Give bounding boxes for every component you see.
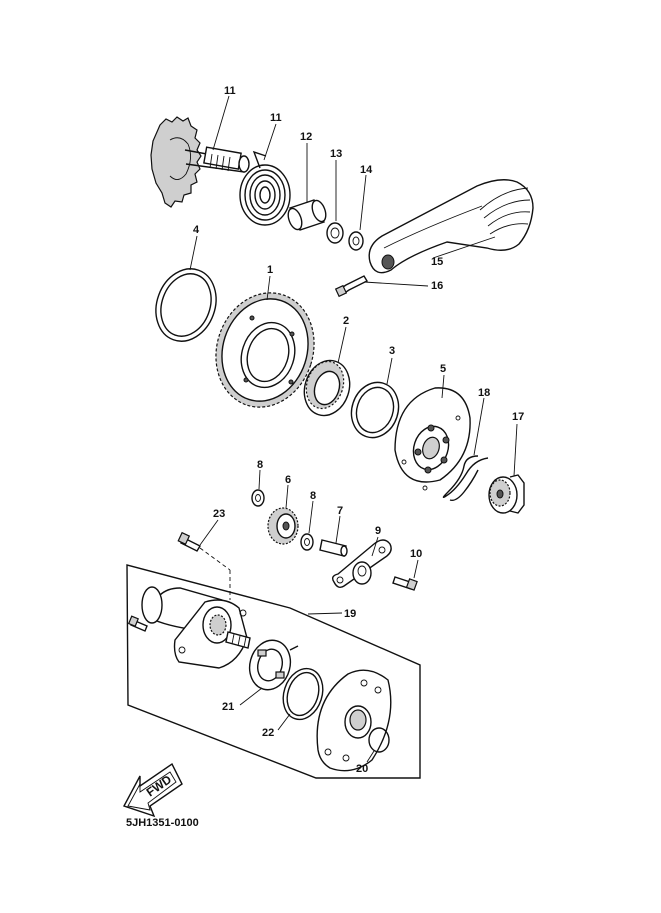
fwd-arrow-icon: FWD bbox=[122, 762, 183, 818]
callout-8-lower: 8 bbox=[310, 490, 316, 502]
leader-7 bbox=[335, 515, 341, 544]
callout-23: 22 bbox=[262, 727, 274, 739]
leader-17 bbox=[363, 281, 429, 287]
part-24-bolt bbox=[177, 531, 201, 552]
part-7-shaft bbox=[319, 539, 348, 557]
callout-18: 17 bbox=[512, 411, 524, 423]
leader-21 bbox=[366, 750, 375, 763]
callout-20: 19 bbox=[344, 608, 356, 620]
part-18-pinion bbox=[488, 474, 525, 514]
callout-14: 13 bbox=[330, 148, 342, 160]
part-23-o-ring bbox=[282, 667, 324, 721]
callout-5: 5 bbox=[440, 363, 446, 375]
part-13-collar bbox=[287, 199, 327, 231]
leader-12 bbox=[263, 123, 277, 161]
leader-24 bbox=[199, 519, 219, 546]
end-cover bbox=[316, 669, 392, 772]
part-2-clutch bbox=[303, 359, 351, 417]
part-6-idle-gear bbox=[267, 507, 299, 545]
callout-16: 15 bbox=[431, 256, 443, 268]
part-5-plate bbox=[394, 387, 471, 491]
part-11-kick-axle bbox=[150, 116, 250, 208]
leader-22 bbox=[239, 687, 263, 706]
part-17-bolt bbox=[334, 275, 368, 298]
diagram-code: 5JH1351-0100 bbox=[126, 817, 199, 829]
leader-9 bbox=[371, 536, 379, 557]
part-19-spring-clip bbox=[442, 455, 489, 502]
part-15-washer bbox=[348, 231, 364, 251]
dashline-24 bbox=[199, 547, 231, 571]
leader-10 bbox=[413, 559, 419, 579]
leader-8b bbox=[308, 500, 314, 534]
part-4-ring bbox=[155, 268, 217, 342]
leader-18 bbox=[513, 423, 518, 477]
callout-15: 14 bbox=[360, 164, 373, 176]
leader-20 bbox=[307, 612, 343, 615]
leader-2 bbox=[337, 326, 347, 364]
part-8-washer-upper bbox=[251, 489, 265, 507]
callout-19: 18 bbox=[478, 387, 490, 399]
part-12-spring bbox=[239, 150, 291, 226]
leader-19 bbox=[473, 397, 485, 456]
leader-23 bbox=[277, 713, 291, 731]
callout-9: 9 bbox=[375, 525, 381, 537]
part-20-assembly-frame bbox=[126, 564, 421, 779]
leader-11 bbox=[212, 95, 230, 151]
callout-2: 2 bbox=[343, 315, 349, 327]
leader-4 bbox=[189, 235, 198, 271]
motor-bolt bbox=[127, 615, 148, 632]
callout-6: 6 bbox=[285, 474, 291, 486]
callout-13: 12 bbox=[300, 131, 312, 143]
part-3-ring bbox=[350, 381, 400, 439]
callout-22: 21 bbox=[222, 701, 234, 713]
leader-8a bbox=[258, 469, 261, 490]
leader-3 bbox=[386, 357, 393, 385]
callout-10: 10 bbox=[410, 548, 422, 560]
part-10-bolt bbox=[392, 576, 418, 591]
callout-4: 4 bbox=[193, 224, 200, 236]
callout-1: 1 bbox=[267, 264, 273, 276]
part-22-brush-holder bbox=[248, 639, 299, 691]
callout-11: 11 bbox=[224, 85, 236, 97]
callout-12: 11 bbox=[270, 112, 282, 124]
callout-21: 20 bbox=[356, 763, 368, 775]
callout-7: 7 bbox=[337, 505, 343, 517]
part-14-washer bbox=[326, 222, 344, 244]
part-21-o-ring bbox=[368, 727, 390, 753]
leader-1 bbox=[266, 275, 271, 301]
callout-8-upper: 8 bbox=[257, 459, 263, 471]
callout-24: 23 bbox=[213, 508, 225, 520]
part-9-bracket bbox=[331, 539, 392, 589]
starter-motor bbox=[141, 586, 251, 669]
leader-5 bbox=[441, 374, 445, 399]
part-8-washer-lower bbox=[300, 533, 314, 551]
part-1-wheel-gear bbox=[215, 292, 315, 408]
leader-6 bbox=[285, 484, 289, 509]
part-16-kick-lever bbox=[368, 179, 534, 274]
leader-16 bbox=[432, 236, 496, 259]
leader-15 bbox=[359, 174, 367, 231]
callout-17: 16 bbox=[431, 280, 443, 292]
callout-3: 3 bbox=[389, 345, 395, 357]
